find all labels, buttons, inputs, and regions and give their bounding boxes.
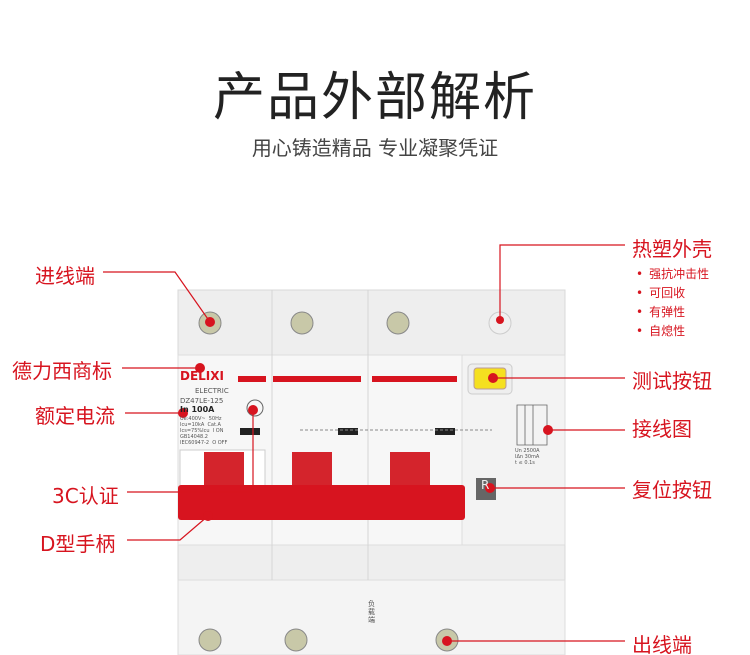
spec-text: Ue:400V~ 50Hz Icu=10kA Cat.A Ics=75%Icu … <box>180 416 228 446</box>
brand-logo: DELIXI <box>180 369 224 383</box>
feature-item: 有弹性 <box>636 303 685 320</box>
diagram-spec: Un 2500A IΔn 30mA t ≤ 0.1s <box>515 448 540 466</box>
page-title: 产品外部解析 <box>212 68 537 128</box>
label-test-button: 测试按钮 <box>632 369 712 393</box>
label-3c: 3C认证 <box>52 484 119 508</box>
label-brand: 德力西商标 <box>12 359 112 383</box>
brand-sub: ELECTRIC <box>195 387 229 395</box>
feature-item: 自熄性 <box>636 322 685 339</box>
label-shell: 热塑外壳 <box>632 237 712 261</box>
feature-item: 可回收 <box>636 284 685 301</box>
rated-current: In 100A <box>180 405 215 414</box>
model-number: DZ47LE-125 <box>180 397 224 405</box>
feature-item: 强抗冲击性 <box>636 265 709 282</box>
load-side-text: 负 载 端 <box>368 600 375 624</box>
callout-dots <box>178 316 553 646</box>
label-handle: D型手柄 <box>40 532 116 556</box>
page-subtitle: 用心铸造精品 专业凝聚凭证 <box>251 136 499 160</box>
label-input-terminal: 进线端 <box>35 264 95 288</box>
label-reset-button: 复位按钮 <box>632 478 712 502</box>
label-output-terminal: 出线端 <box>632 633 692 655</box>
label-wiring-diagram: 接线图 <box>632 417 692 441</box>
reset-key: R <box>481 478 490 492</box>
label-rated-current: 额定电流 <box>35 404 115 428</box>
